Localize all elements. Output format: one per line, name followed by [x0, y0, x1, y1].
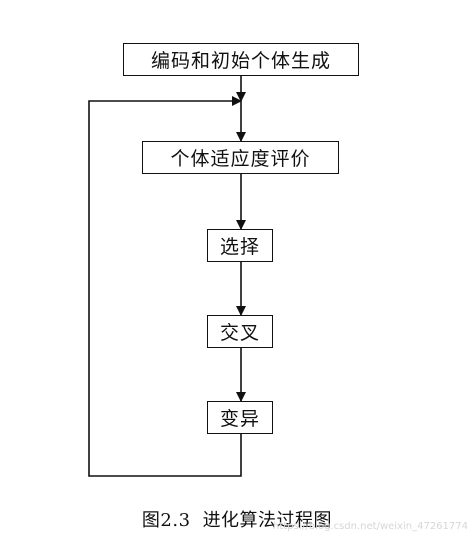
- node-crossover-label: 交叉: [219, 322, 260, 344]
- node-mutation: 变异: [207, 401, 273, 434]
- node-encode-init: 编码和初始个体生成: [123, 43, 359, 76]
- watermark-text: https://blog.csdn.net/weixin_47261774: [272, 521, 468, 532]
- edge-loop-back: [88, 96, 242, 477]
- node-fitness-eval-label: 个体适应度评价: [170, 148, 311, 170]
- node-fitness-eval: 个体适应度评价: [142, 141, 339, 174]
- figure-title: 进化算法过程图: [202, 510, 333, 531]
- node-selection: 选择: [207, 229, 273, 262]
- node-selection-label: 选择: [219, 236, 260, 258]
- node-encode-init-label: 编码和初始个体生成: [150, 50, 331, 72]
- node-mutation-label: 变异: [219, 408, 260, 430]
- figure-caption: 图2.3 进化算法过程图: [0, 506, 474, 532]
- figure-number: 图2.3: [141, 510, 191, 531]
- node-crossover: 交叉: [207, 315, 273, 348]
